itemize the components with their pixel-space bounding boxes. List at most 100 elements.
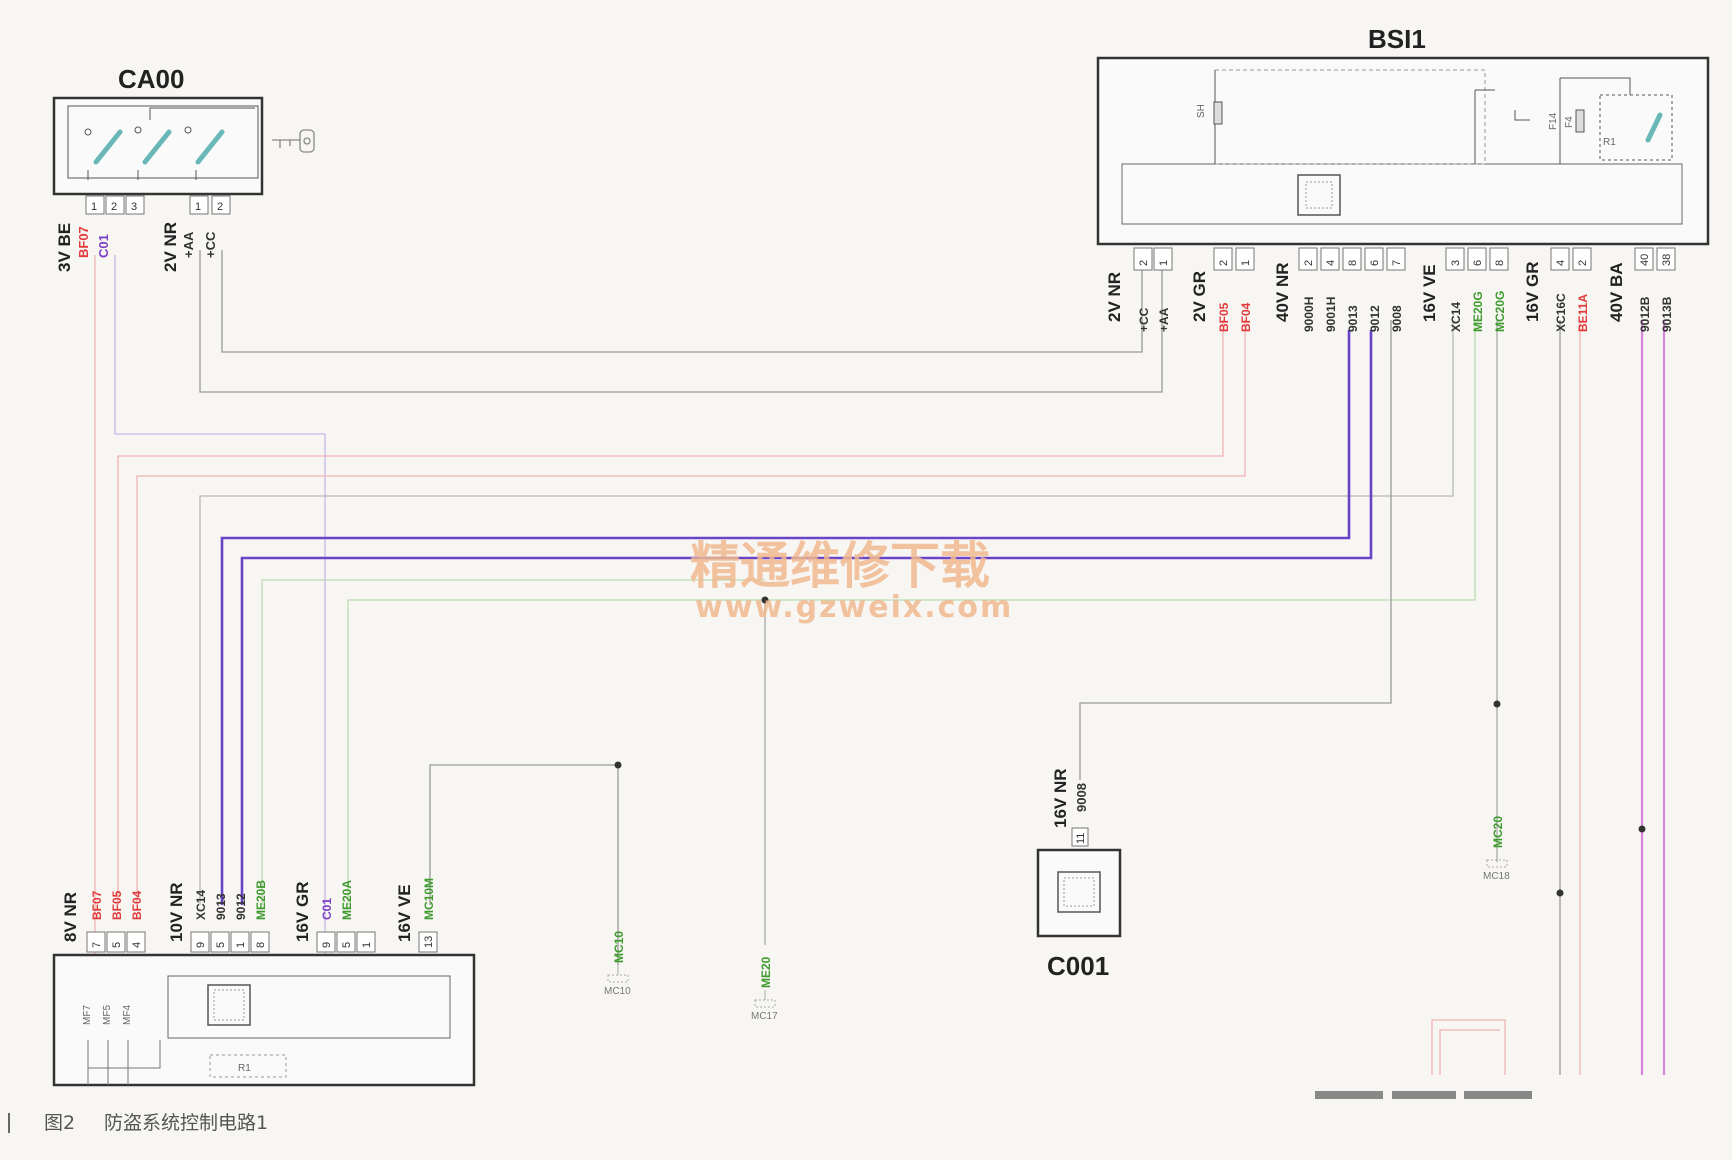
junction-dots <box>614 596 1646 897</box>
ca00-title: CA00 <box>118 64 184 94</box>
wire-label: +CC <box>203 231 218 258</box>
wire-9008 <box>1079 320 1392 780</box>
ground-point-label: MC10 <box>604 986 631 997</box>
wire-label: BF05 <box>1217 302 1231 332</box>
bottom-pin: 8 <box>255 942 267 948</box>
switch-contact-icon <box>93 129 225 165</box>
bsi1-pin: 2 <box>1138 260 1150 266</box>
watermark-title: 精通维修下载 <box>690 537 990 595</box>
wire-label: BF07 <box>76 226 91 258</box>
wire-label: XC14 <box>1449 302 1463 332</box>
wire-label: BF04 <box>1239 302 1253 332</box>
bsi1-pin: 6 <box>1369 260 1381 266</box>
connector-header: 16V VE <box>395 884 414 942</box>
wire-label: 9013 <box>214 893 228 920</box>
c001-wire: 9008 <box>1074 783 1089 812</box>
c001-pin: 11 <box>1075 833 1087 844</box>
bsi1-internal-label: F4 <box>1564 116 1575 128</box>
ground-hatch <box>607 974 629 983</box>
bottom-pin: 1 <box>361 942 373 948</box>
wire-label: BF07 <box>90 890 104 920</box>
connector-header: 3V BE <box>55 223 74 272</box>
caption-text: 防盗系统控制电路1 <box>104 1112 269 1134</box>
watermark: 精通维修下载 www.gzweix.com <box>690 537 1011 625</box>
bsi1-internal-label: F14 <box>1548 112 1559 130</box>
connector-header: 40V NR <box>1273 262 1292 322</box>
wire-9013 <box>220 330 1351 905</box>
bsi1-internal-label: SH <box>1196 104 1207 118</box>
ca00-pin-row <box>85 195 231 215</box>
bsi1-pin: 4 <box>1325 260 1337 266</box>
wire-me20b <box>261 579 765 905</box>
connector-header: 2V NR <box>161 222 180 272</box>
ca00-pin: 2 <box>217 201 223 213</box>
wire-label: 9008 <box>1390 305 1404 332</box>
wire-label: 9013 <box>1346 305 1360 332</box>
c001-header: 16V NR <box>1051 768 1070 828</box>
wire-label: 9012B <box>1638 296 1652 332</box>
bsi1-pin: 2 <box>1303 260 1315 266</box>
wire-9012 <box>240 330 1373 905</box>
wire-label: XC16C <box>1554 293 1568 332</box>
wire-label: ME20A <box>340 880 354 920</box>
connector-header: 16V GR <box>1523 262 1542 322</box>
bsi1-pin: 3 <box>1450 260 1462 266</box>
connector-header: 2V GR <box>1190 271 1209 322</box>
bottom-pin: 13 <box>423 936 435 948</box>
ground-point-label: MC18 <box>1483 871 1510 882</box>
wires <box>94 250 1666 1075</box>
bsi1-pin: 2 <box>1577 260 1589 266</box>
bsi1-pin: 4 <box>1555 260 1567 266</box>
caption-bar <box>8 1113 10 1133</box>
c001-component: 11 16V NR 9008 C001 <box>1036 768 1122 981</box>
wire-label: BE11A <box>1576 294 1590 332</box>
caption-number: 图2 <box>44 1112 76 1134</box>
bsi1-pin: 8 <box>1347 260 1359 266</box>
c001-title: C001 <box>1047 951 1109 981</box>
wire-label: +AA <box>181 231 196 258</box>
bottom-internal-label: MF4 <box>122 1005 133 1025</box>
ground-point-label: MC17 <box>751 1011 778 1022</box>
figure-caption: 图2 防盗系统控制电路1 <box>0 1105 600 1145</box>
wire-label: 9001H <box>1324 297 1338 332</box>
ground-wire-label: MC20 <box>1491 816 1505 848</box>
bottom-pin: 7 <box>91 942 103 948</box>
wire-label: 9012 <box>1368 305 1382 332</box>
bottom-pin: 9 <box>195 942 207 948</box>
bsi1-pin: 7 <box>1391 260 1403 266</box>
wire-aa <box>199 250 1163 393</box>
ca00-pin: 2 <box>111 201 117 213</box>
wire-label: 9012 <box>234 893 248 920</box>
bottom-pin: 1 <box>235 942 247 948</box>
wire-bf05 <box>117 320 1224 905</box>
bsi1-pin: 1 <box>1158 260 1170 266</box>
bottom-right-connectors <box>1315 1091 1532 1099</box>
connector-header: 40V BA <box>1607 262 1626 322</box>
ca00-component: CA00 1 2 3 1 2 <box>52 64 315 215</box>
bottom-pin: 5 <box>111 942 123 948</box>
wire-label: ME20G <box>1471 291 1485 332</box>
connector-header: 16V VE <box>1420 264 1439 322</box>
wire-label: +CC <box>1137 307 1151 332</box>
bsi1-pin: 38 <box>1661 254 1673 266</box>
wire-c01 <box>114 255 326 985</box>
bottom-internal-label: R1 <box>238 1063 251 1074</box>
wire-label: C01 <box>96 234 111 258</box>
bsi1-title: BSI1 <box>1368 24 1426 54</box>
bsi1-pin: 6 <box>1472 260 1484 266</box>
bottom-pin: 9 <box>321 942 333 948</box>
wire-label: MC20G <box>1493 291 1507 332</box>
wire-label: 9013B <box>1660 296 1674 332</box>
bottom-pin: 5 <box>341 942 353 948</box>
bottom-internal-label: MF7 <box>82 1005 93 1025</box>
bsi1-pin: 1 <box>1240 260 1252 266</box>
wire-label: BF04 <box>130 890 144 920</box>
wire-label: C01 <box>320 898 334 920</box>
wire-cc <box>221 250 1143 353</box>
